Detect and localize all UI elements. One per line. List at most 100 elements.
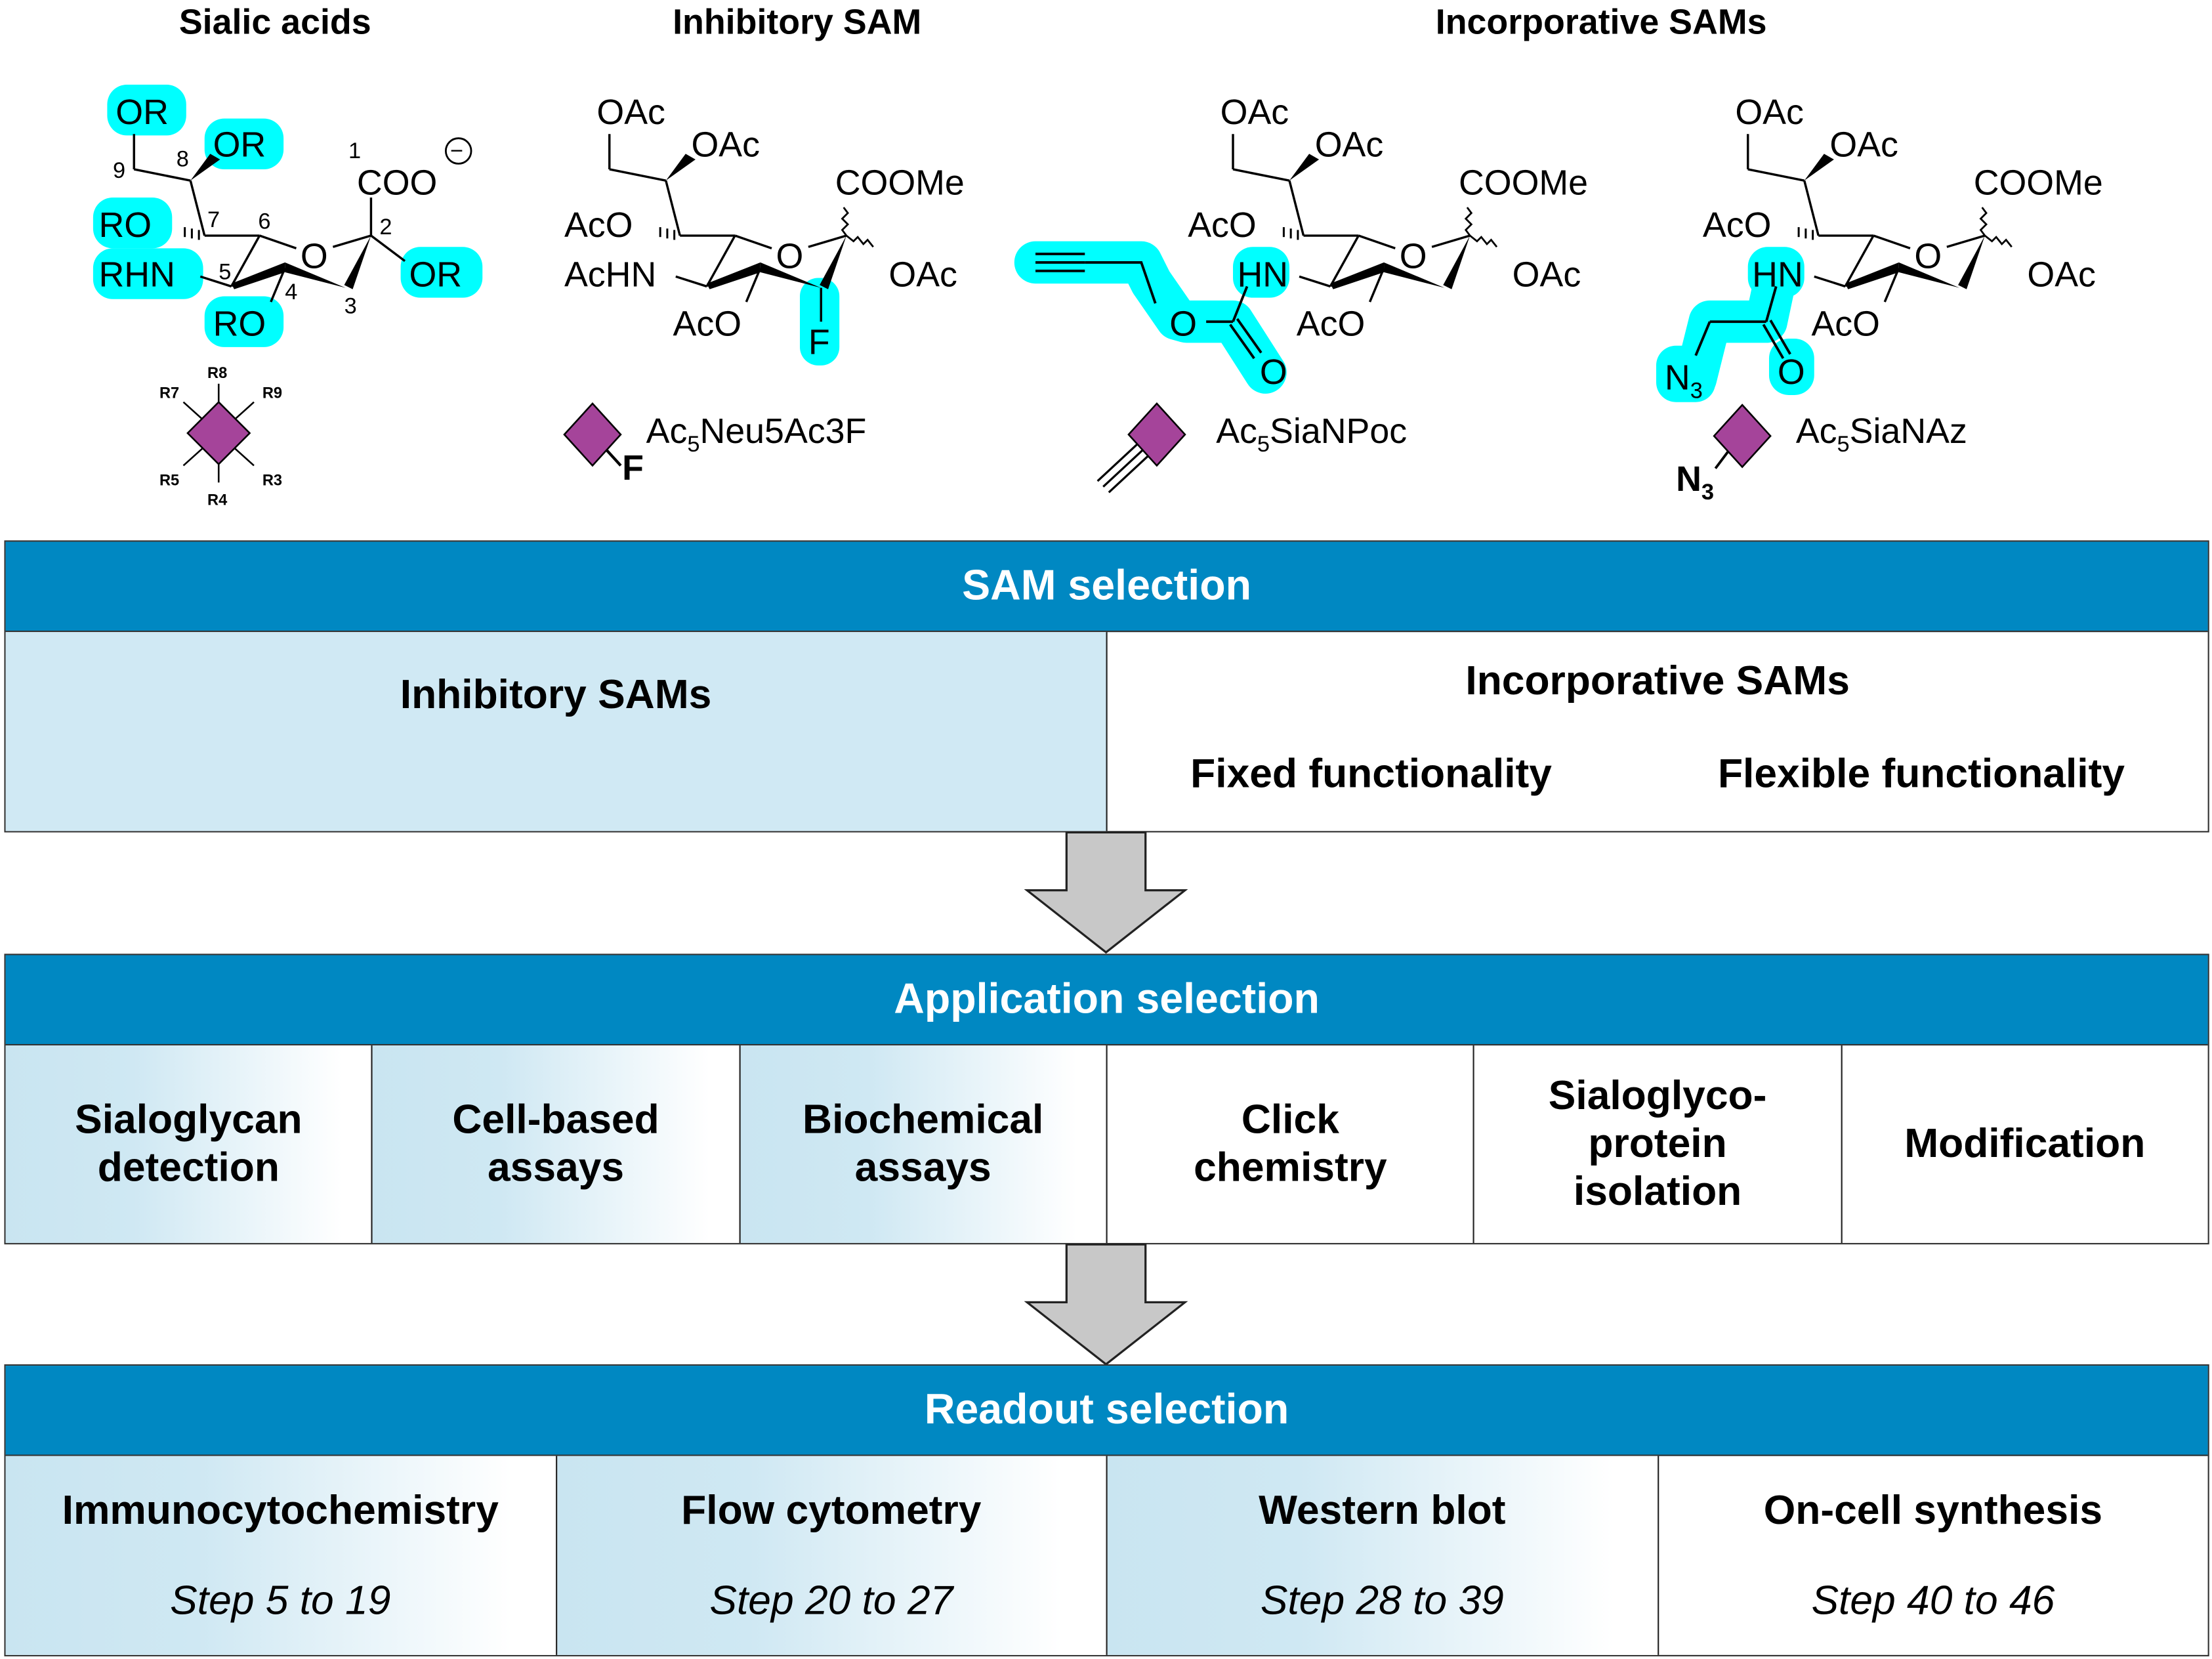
compound-name: Ac5SiaNAz bbox=[1796, 411, 1967, 457]
label-aco-4: AcO bbox=[1297, 304, 1366, 344]
label-aco-7: AcO bbox=[564, 205, 633, 245]
label-azide: N3 bbox=[1665, 358, 1703, 403]
symbol-fluorine: F bbox=[622, 448, 644, 488]
cell-line: protein bbox=[1588, 1122, 1727, 1167]
readout-name: Immunocytochemistry bbox=[62, 1488, 499, 1533]
cell-line: chemistry bbox=[1194, 1145, 1387, 1191]
group-o4: RO bbox=[213, 304, 266, 344]
readout-steps: Step 5 to 19 bbox=[170, 1578, 391, 1624]
carbon-number: 4 bbox=[285, 280, 297, 304]
carbon-number: 5 bbox=[219, 260, 231, 285]
group-o7: RO bbox=[98, 205, 152, 245]
label-fluorine: F bbox=[808, 323, 830, 362]
sam-selection-panel: SAM selection Inhibitory SAMs Incorporat… bbox=[4, 540, 2209, 833]
sam-selection-header: SAM selection bbox=[5, 541, 2208, 633]
label-coome: COOMe bbox=[1459, 163, 1588, 203]
ac5sianpoc-structure: O O OAc OAc COOMe AcO HN AcO OAc O Ac5Si… bbox=[1014, 93, 1588, 494]
compound-name: Ac5SiaNPoc bbox=[1216, 411, 1407, 457]
ring-oxygen: O bbox=[1914, 236, 1942, 276]
label-coome: COOMe bbox=[1974, 163, 2103, 203]
group-o8: OR bbox=[213, 125, 266, 165]
readout-selection-header: Readout selection bbox=[5, 1366, 2208, 1456]
cell-line: Sialoglycan bbox=[75, 1097, 303, 1143]
label-hn: HN bbox=[1752, 255, 1803, 294]
cell-line: Sialoglyco- bbox=[1548, 1074, 1767, 1119]
readout-steps: Step 40 to 46 bbox=[1811, 1578, 2055, 1624]
readout-name: Western blot bbox=[1259, 1488, 1506, 1533]
label-carbonyl-o: O bbox=[1778, 352, 1805, 392]
carbon-number: 8 bbox=[177, 147, 189, 172]
label-aco-7: AcO bbox=[1188, 205, 1257, 245]
label-oac-8: OAc bbox=[1829, 125, 1898, 165]
cell-line: assays bbox=[854, 1145, 991, 1191]
carboxylate: COO bbox=[357, 163, 437, 203]
label-aco-4: AcO bbox=[673, 304, 742, 344]
readout-name: On-cell synthesis bbox=[1763, 1488, 2103, 1533]
diamond-icon bbox=[186, 400, 251, 466]
label-oac-8: OAc bbox=[1315, 125, 1384, 165]
carbon-number: 3 bbox=[344, 293, 357, 318]
group-n5: RHN bbox=[98, 255, 175, 294]
inhibitory-sams-cell: Inhibitory SAMs bbox=[5, 632, 1106, 831]
cell-line: Click bbox=[1241, 1097, 1339, 1143]
sialic-acids-title: Sialic acids bbox=[178, 3, 371, 43]
label-oac-8: OAc bbox=[691, 125, 760, 165]
inhibitory-sams-label: Inhibitory SAMs bbox=[400, 673, 712, 719]
carbon-number: 7 bbox=[207, 207, 220, 232]
negative-charge-icon bbox=[444, 137, 472, 165]
ring-oxygen: O bbox=[1400, 236, 1427, 276]
compound-name: Ac5Neu5Ac3F bbox=[646, 411, 867, 457]
carbon-number: 2 bbox=[379, 215, 392, 240]
r-label: R9 bbox=[262, 385, 282, 402]
down-arrow-icon bbox=[1024, 1243, 1188, 1366]
label-oac-9: OAc bbox=[1735, 93, 1804, 132]
label-oac-2: OAc bbox=[888, 255, 957, 294]
incorporative-sams-title: Incorporative SAMs bbox=[1435, 3, 1767, 43]
r-label: R4 bbox=[207, 492, 228, 509]
cell-line: Modification bbox=[1904, 1122, 2146, 1167]
label-oac-9: OAc bbox=[596, 93, 665, 132]
ac5sianaz-structure: N3 O OAc OAc COOMe AcO HN AcO OAc O N3 A… bbox=[1656, 93, 2103, 505]
cell-line: assays bbox=[487, 1145, 625, 1191]
cell-line: detection bbox=[97, 1145, 280, 1191]
r-label: R5 bbox=[159, 472, 179, 490]
cell-line: Cell-based bbox=[452, 1097, 659, 1143]
ring-oxygen: O bbox=[776, 236, 803, 276]
alkyne-icon bbox=[1096, 444, 1150, 494]
label-oac-9: OAc bbox=[1221, 93, 1289, 132]
carbon-number: 9 bbox=[113, 158, 125, 183]
cell-line: isolation bbox=[1573, 1169, 1742, 1215]
readout-steps: Step 28 to 39 bbox=[1260, 1578, 1504, 1624]
inhibitory-sam-title: Inhibitory SAM bbox=[673, 3, 922, 43]
readout-name: Flow cytometry bbox=[681, 1488, 982, 1533]
r-label: R3 bbox=[262, 472, 282, 490]
incorporative-sams-label: Incorporative SAMs bbox=[1465, 659, 1850, 704]
sialic-acid-structure: OR OR RO RHN RO OR COO − O 1 2 3 4 5 6 7… bbox=[93, 84, 483, 509]
fixed-functionality-label: Fixed functionality bbox=[1190, 751, 1552, 797]
ac5neu5ac3f-structure: OAc OAc COOMe AcO AcHN AcO OAc F O F Ac5… bbox=[563, 93, 965, 488]
chemical-structures: OR OR RO RHN RO OR COO − O 1 2 3 4 5 6 7… bbox=[93, 84, 2103, 509]
label-achn: AcHN bbox=[564, 255, 656, 294]
label-coome: COOMe bbox=[835, 163, 965, 203]
carbon-number: 1 bbox=[348, 138, 361, 163]
label-oac-2: OAc bbox=[1513, 255, 1581, 294]
label-aco-7: AcO bbox=[1703, 205, 1772, 245]
label-oac-2: OAc bbox=[2027, 255, 2096, 294]
sialic-acid-symbol: R8 R7 R9 R5 R4 R3 bbox=[159, 365, 282, 509]
group-o9: OR bbox=[115, 93, 169, 132]
cell-line: Biochemical bbox=[803, 1097, 1044, 1143]
r-label: R8 bbox=[207, 365, 227, 382]
ring-oxygen: O bbox=[301, 236, 328, 276]
label-hn: HN bbox=[1237, 255, 1288, 294]
